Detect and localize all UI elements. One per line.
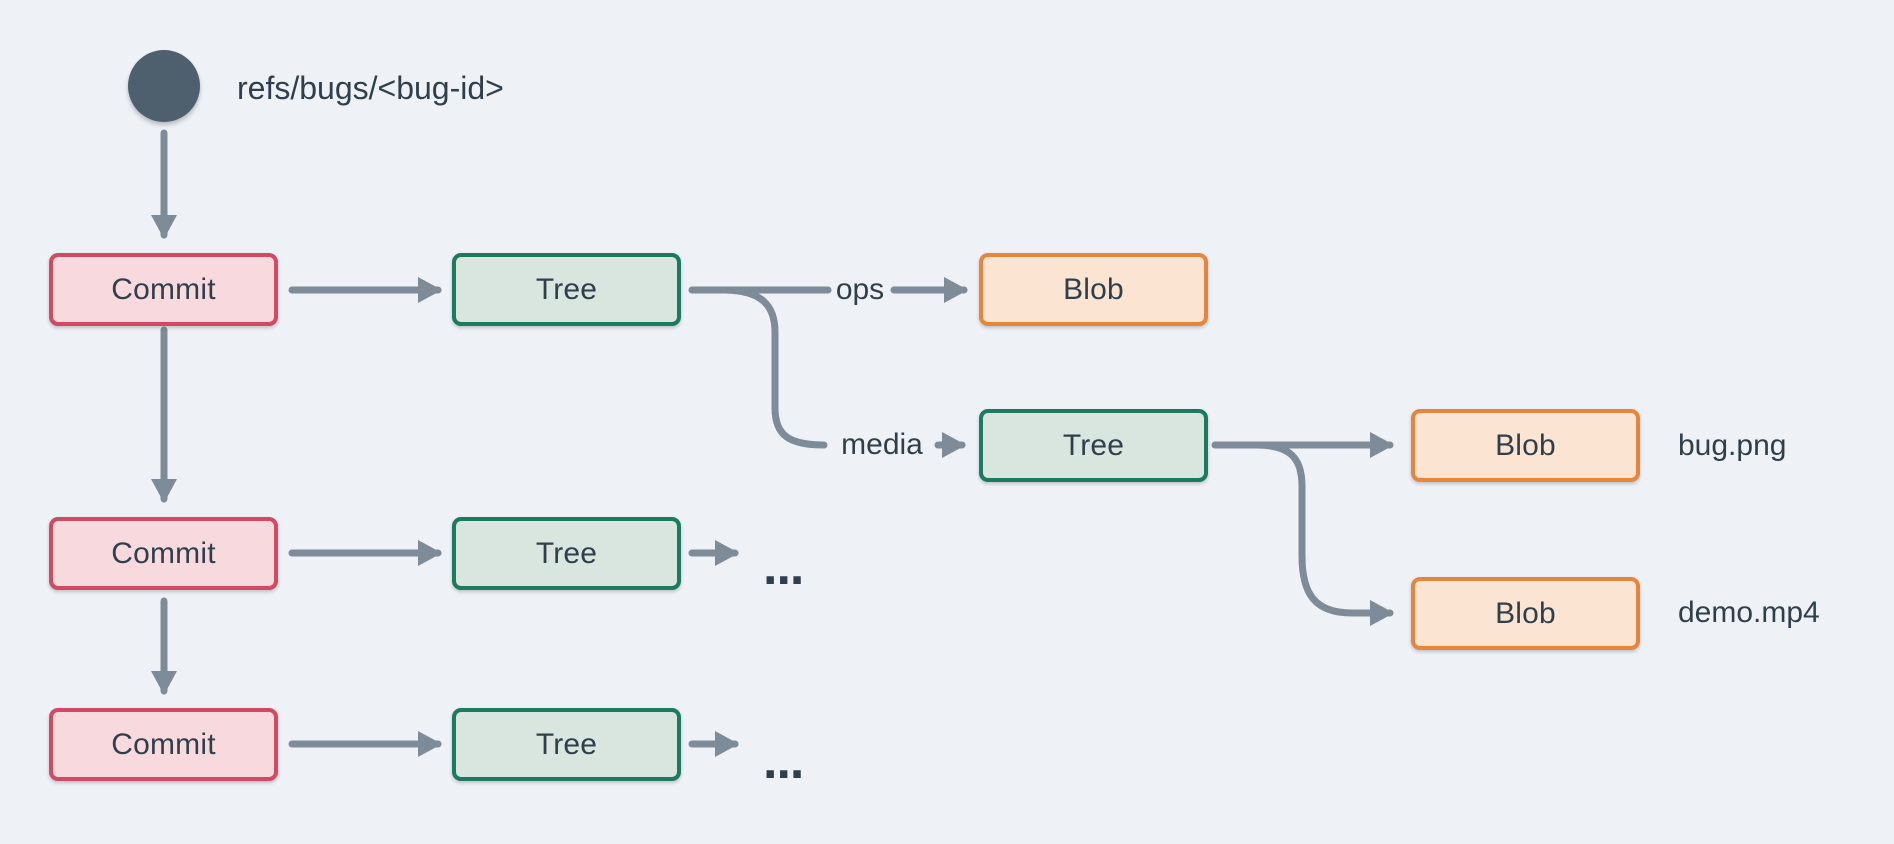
- edge-tree1-branch-to-media: [722, 286, 828, 449]
- tree-node-row3: Tree: [452, 708, 681, 781]
- edge-label-media: media: [841, 428, 923, 461]
- commit-node-3-label: Commit: [111, 727, 216, 761]
- tree-node-media-label: Tree: [1062, 428, 1125, 462]
- tree-node-media: Tree: [979, 409, 1208, 482]
- commit-node-1: Commit: [49, 253, 278, 326]
- file-label-bug-png: bug.png: [1678, 429, 1787, 462]
- blob-node-bug: Blob: [1411, 409, 1640, 482]
- tree-node-row3-label: Tree: [535, 727, 598, 761]
- blob-node-ops: Blob: [979, 253, 1208, 326]
- edge-label-ops: ops: [835, 273, 885, 306]
- file-label-demo-mp4: demo.mp4: [1678, 596, 1820, 629]
- ellipsis-row2: ...: [763, 538, 804, 596]
- blob-node-ops-label: Blob: [1063, 272, 1124, 306]
- commit-node-2-label: Commit: [111, 536, 216, 570]
- commit-node-1-label: Commit: [111, 272, 216, 306]
- ref-circle: [128, 50, 200, 122]
- blob-node-demo: Blob: [1411, 577, 1640, 650]
- tree-node-row2-label: Tree: [535, 536, 598, 570]
- blob-node-bug-label: Blob: [1495, 428, 1556, 462]
- ref-label: refs/bugs/<bug-id>: [237, 70, 504, 106]
- blob-node-demo-label: Blob: [1495, 596, 1556, 630]
- tree-node-row2: Tree: [452, 517, 681, 590]
- tree-node-root: Tree: [452, 253, 681, 326]
- tree-node-root-label: Tree: [535, 272, 598, 306]
- edge-treemedia-branch-to-blob-demo: [1252, 441, 1394, 626]
- commit-node-2: Commit: [49, 517, 278, 590]
- ellipsis-row3: ...: [763, 732, 804, 790]
- commit-node-3: Commit: [49, 708, 278, 781]
